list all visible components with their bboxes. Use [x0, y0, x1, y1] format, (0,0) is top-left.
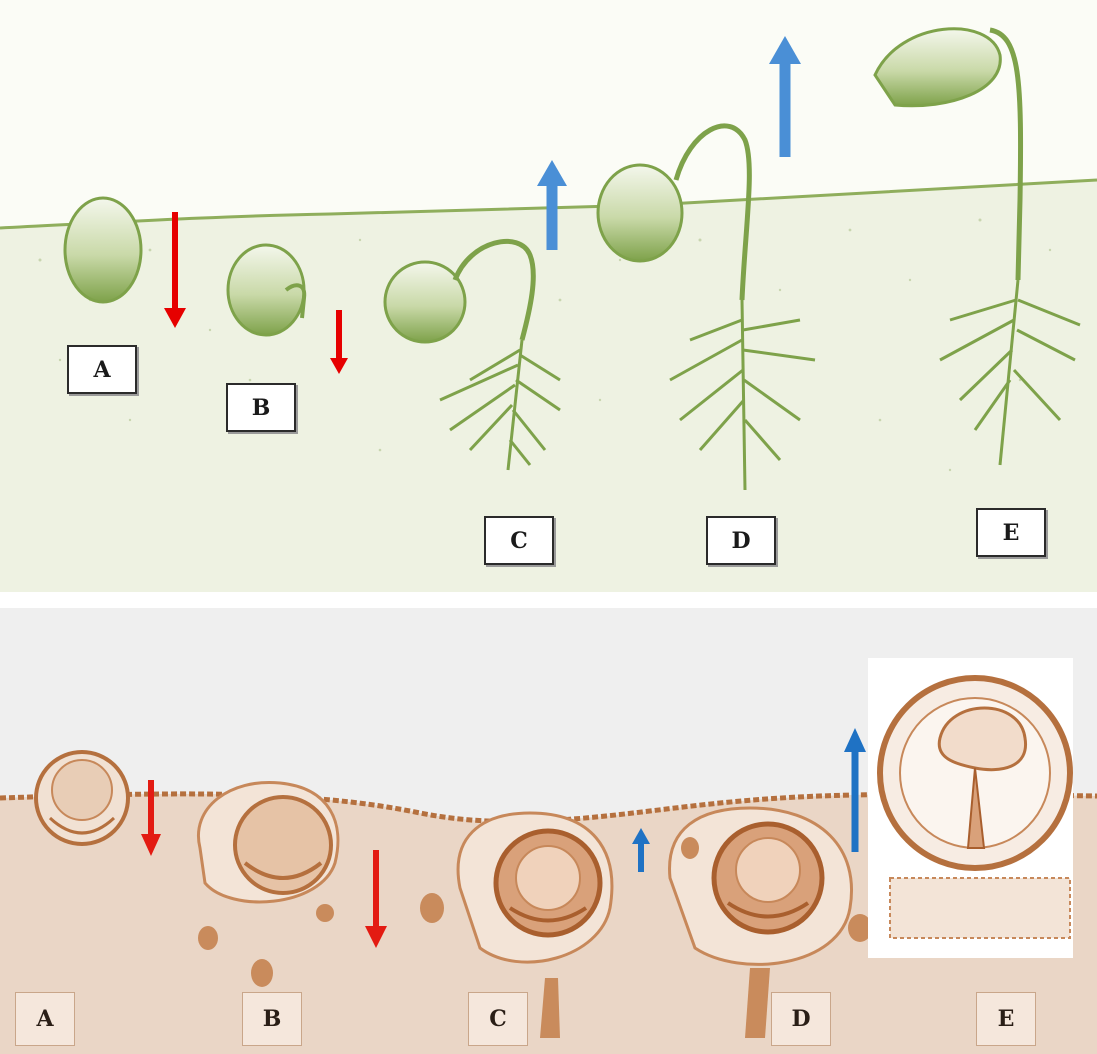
implantation-panel: A B C D E: [0, 608, 1097, 1054]
label-bottom-a: A: [15, 992, 75, 1046]
label-top-b: B: [226, 383, 296, 432]
panel-divider: [0, 592, 1097, 608]
label-top-d: D: [706, 516, 776, 565]
embryo-stage-e: [868, 658, 1073, 958]
label-bottom-e: E: [976, 992, 1036, 1046]
label-bottom-b: B: [242, 992, 302, 1046]
label-bottom-d: D: [771, 992, 831, 1046]
up-arrow-d: [769, 36, 801, 157]
implantation-illustration: [0, 608, 1097, 1054]
label-bottom-c: C: [468, 992, 528, 1046]
germination-panel: A B C D E: [0, 0, 1097, 592]
germination-illustration: [0, 0, 1097, 592]
label-top-c: C: [484, 516, 554, 565]
label-top-e: E: [976, 508, 1046, 557]
seed-stage-a: [65, 198, 141, 302]
blastocyst-stage-a: [36, 752, 128, 844]
seed-stage-b: [228, 245, 304, 335]
label-top-a: A: [67, 345, 137, 394]
